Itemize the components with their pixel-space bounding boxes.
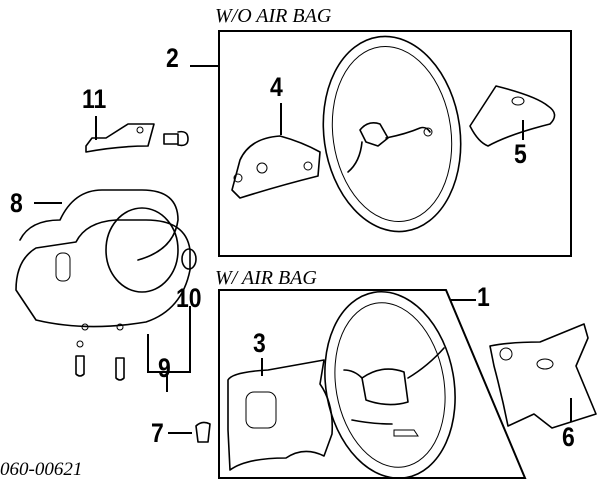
part-6-pad xyxy=(489,323,597,429)
part-11-bracket xyxy=(85,123,155,153)
steering-wheel-without-airbag xyxy=(322,35,462,233)
diagram-number: 060-00621 xyxy=(0,459,83,480)
with-airbag-box xyxy=(218,289,527,479)
callout-7: 7 xyxy=(151,418,164,448)
callout-6: 6 xyxy=(562,422,575,452)
screw xyxy=(75,355,85,377)
part-7-clip xyxy=(195,421,211,443)
callout-4: 4 xyxy=(270,72,283,102)
callout-10: 10 xyxy=(176,283,202,313)
steering-wheel-with-airbag xyxy=(324,290,456,480)
part-4-cover xyxy=(231,135,321,199)
callout-1: 1 xyxy=(477,282,490,312)
callout-8: 8 xyxy=(10,188,23,218)
callout-11: 11 xyxy=(82,84,107,114)
screw xyxy=(115,357,125,381)
part-11-bolt xyxy=(163,130,189,147)
callout-3: 3 xyxy=(253,328,266,358)
leader-lines xyxy=(34,65,572,434)
part-3-cover xyxy=(227,359,334,471)
heading-without-airbag: W/O AIR BAG xyxy=(215,5,332,27)
part-5-pad xyxy=(469,85,556,147)
part-8-column-cover xyxy=(15,189,191,348)
heading-with-airbag: W/ AIR BAG xyxy=(215,267,317,289)
part-10-washer xyxy=(181,248,197,270)
callout-5: 5 xyxy=(514,139,527,169)
callout-9: 9 xyxy=(158,353,171,383)
without-airbag-box xyxy=(218,30,572,257)
callout-2: 2 xyxy=(166,43,179,73)
